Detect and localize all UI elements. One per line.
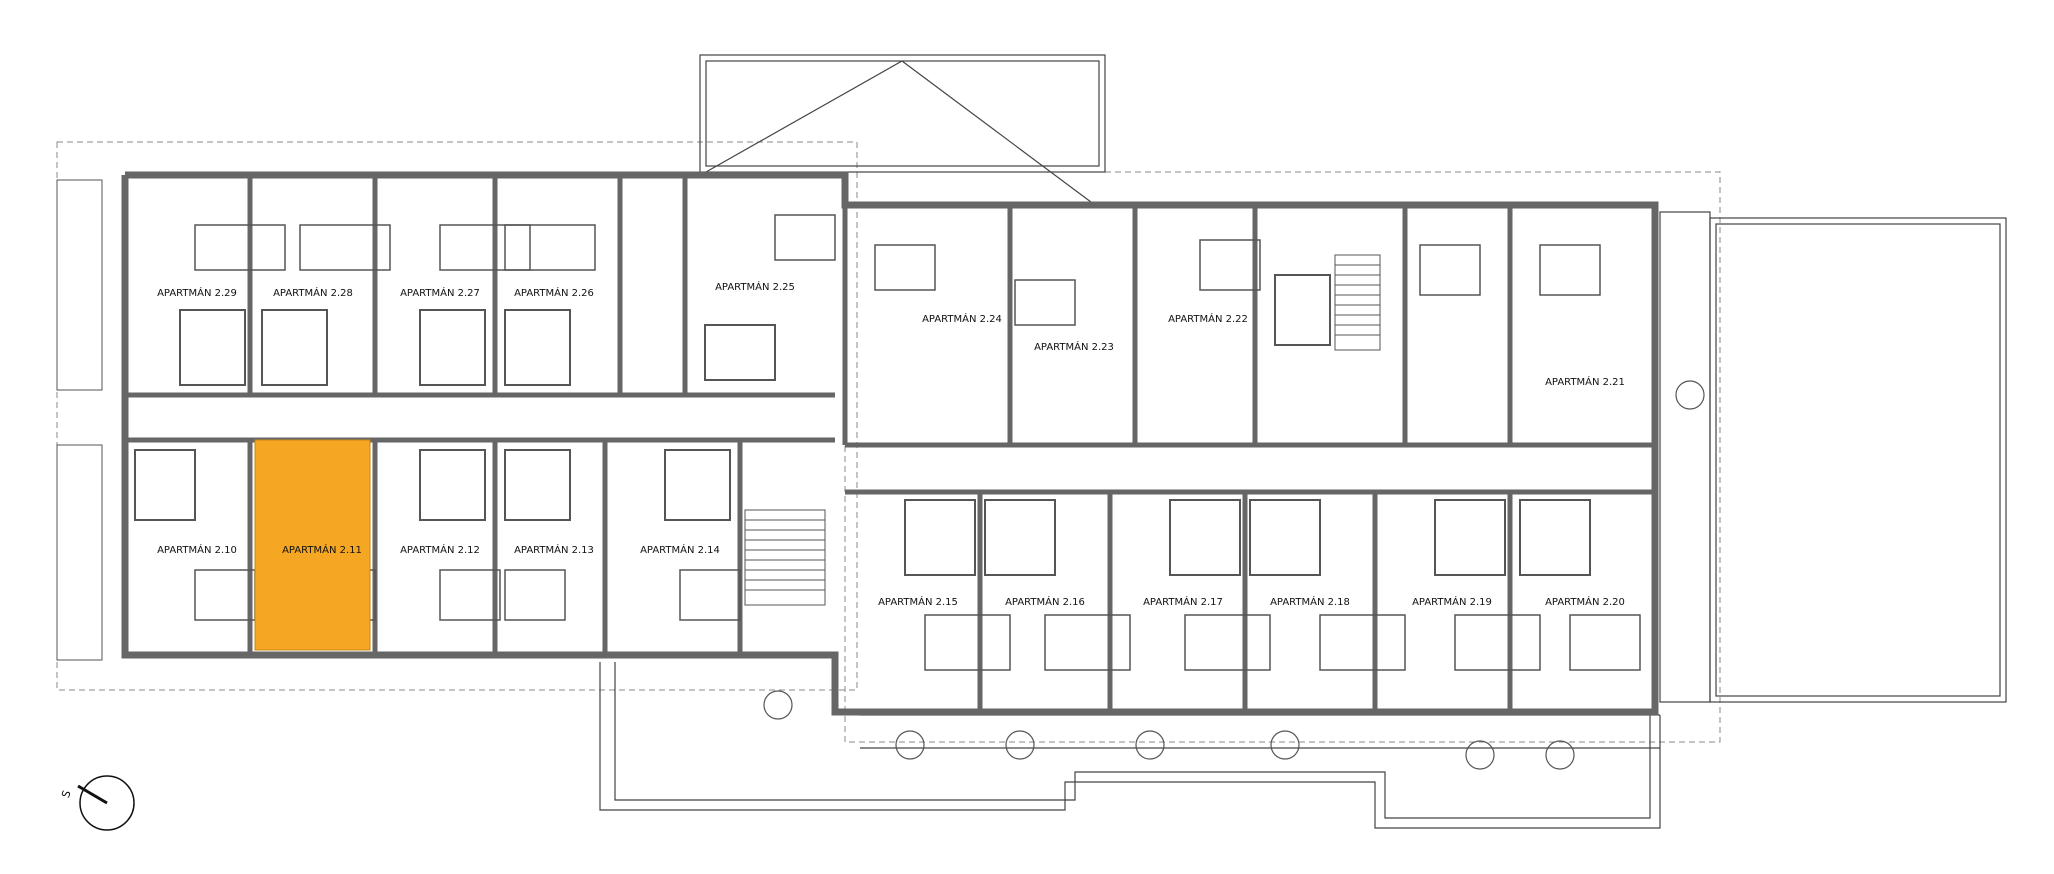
outer-walls xyxy=(121,171,1659,716)
apartment-label-2-21: APARTMÁN 2.21 xyxy=(1545,375,1625,388)
apartment-label-2-17: APARTMÁN 2.17 xyxy=(1143,595,1223,608)
compass: S xyxy=(59,775,135,831)
outdoor-seating xyxy=(763,380,1705,770)
compass-letter: S xyxy=(59,789,74,800)
canopy-structure xyxy=(699,54,1106,209)
bottom-terraces xyxy=(599,662,1661,829)
apartment-label-2-13: APARTMÁN 2.13 xyxy=(514,543,594,556)
stair-cores xyxy=(744,254,1381,606)
elevators xyxy=(704,274,1331,381)
apartment-label-2-10: APARTMÁN 2.10 xyxy=(157,543,237,556)
apartment-label-2-29: APARTMÁN 2.29 xyxy=(157,286,237,299)
apartment-label-2-20: APARTMÁN 2.20 xyxy=(1545,595,1625,608)
bed-furniture xyxy=(194,214,1641,671)
dashed-outlines xyxy=(56,141,1721,743)
apartment-label-2-14: APARTMÁN 2.14 xyxy=(640,543,720,556)
apartment-label-2-27: APARTMÁN 2.27 xyxy=(400,286,480,299)
left-terrace xyxy=(56,179,103,661)
apartment-label-2-25: APARTMÁN 2.25 xyxy=(715,280,795,293)
apartment-label-2-18: APARTMÁN 2.18 xyxy=(1270,595,1350,608)
highlighted-apartment-2-11[interactable] xyxy=(254,439,371,651)
apartment-label-2-28: APARTMÁN 2.28 xyxy=(273,286,353,299)
corridor-walls xyxy=(125,392,1655,495)
apartment-label-2-23: APARTMÁN 2.23 xyxy=(1034,340,1114,353)
right-terrace xyxy=(1659,211,2007,703)
apartment-label-2-12: APARTMÁN 2.12 xyxy=(400,543,480,556)
apartment-labels: APARTMÁN 2.29 APARTMÁN 2.28 APARTMÁN 2.2… xyxy=(157,280,1625,608)
compass-circle xyxy=(79,775,135,831)
apartment-label-2-26: APARTMÁN 2.26 xyxy=(514,286,594,299)
compass-arrow xyxy=(77,784,108,805)
bathroom-blocks xyxy=(134,309,1591,576)
apartment-label-2-16: APARTMÁN 2.16 xyxy=(1005,595,1085,608)
apartment-label-2-15: APARTMÁN 2.15 xyxy=(878,595,958,608)
apartment-label-2-11[interactable]: APARTMÁN 2.11 xyxy=(282,543,362,556)
apartment-label-2-24: APARTMÁN 2.24 xyxy=(922,312,1002,325)
apartment-label-2-19: APARTMÁN 2.19 xyxy=(1412,595,1492,608)
apartment-label-2-22: APARTMÁN 2.22 xyxy=(1168,312,1248,325)
